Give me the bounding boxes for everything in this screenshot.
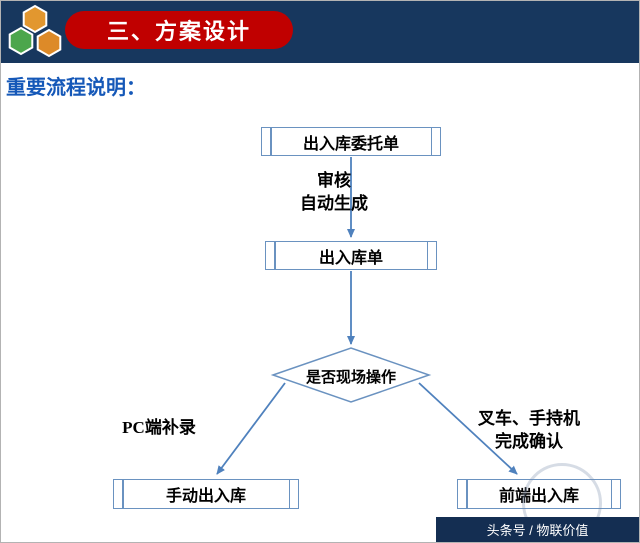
watermark-text: 头条号 / 物联价值 [486, 523, 589, 538]
edge-label-review-autogen: 审核 自动生成 [294, 169, 374, 215]
node-label: 出入库委托单 [302, 135, 399, 153]
edge-label-line: 审核 [317, 171, 351, 190]
node-entrust-order: 出入库委托单 [261, 127, 441, 156]
header-bar: 三、方案设计 [1, 1, 639, 63]
edge-label-line: 叉车、手持机 [478, 409, 580, 428]
edge-label-forklift-confirm: 叉车、手持机 完成确认 [453, 407, 605, 453]
section-heading: 重要流程说明： [6, 77, 146, 99]
node-onsite-decision-label: 是否现场操作 [305, 370, 396, 386]
node-warehouse-order: 出入库单 [265, 241, 437, 270]
node-label: 手动出入库 [165, 488, 246, 505]
edge-label-line: PC端补录 [122, 418, 196, 437]
hexagon-logo-icon [8, 4, 62, 58]
edge-label-line: 自动生成 [300, 194, 368, 213]
watermark-bar: 头条号 / 物联价值 [436, 517, 639, 542]
node-manual-io: 手动出入库 [113, 479, 299, 509]
node-label: 出入库单 [318, 249, 383, 267]
slide-title: 三、方案设计 [106, 19, 251, 44]
arrow-decision-to-manual [216, 382, 286, 475]
slide-title-badge: 三、方案设计 [65, 11, 293, 49]
edge-label-line: 完成确认 [495, 432, 563, 451]
edge-label-pc-entry: PC端补录 [95, 416, 223, 439]
